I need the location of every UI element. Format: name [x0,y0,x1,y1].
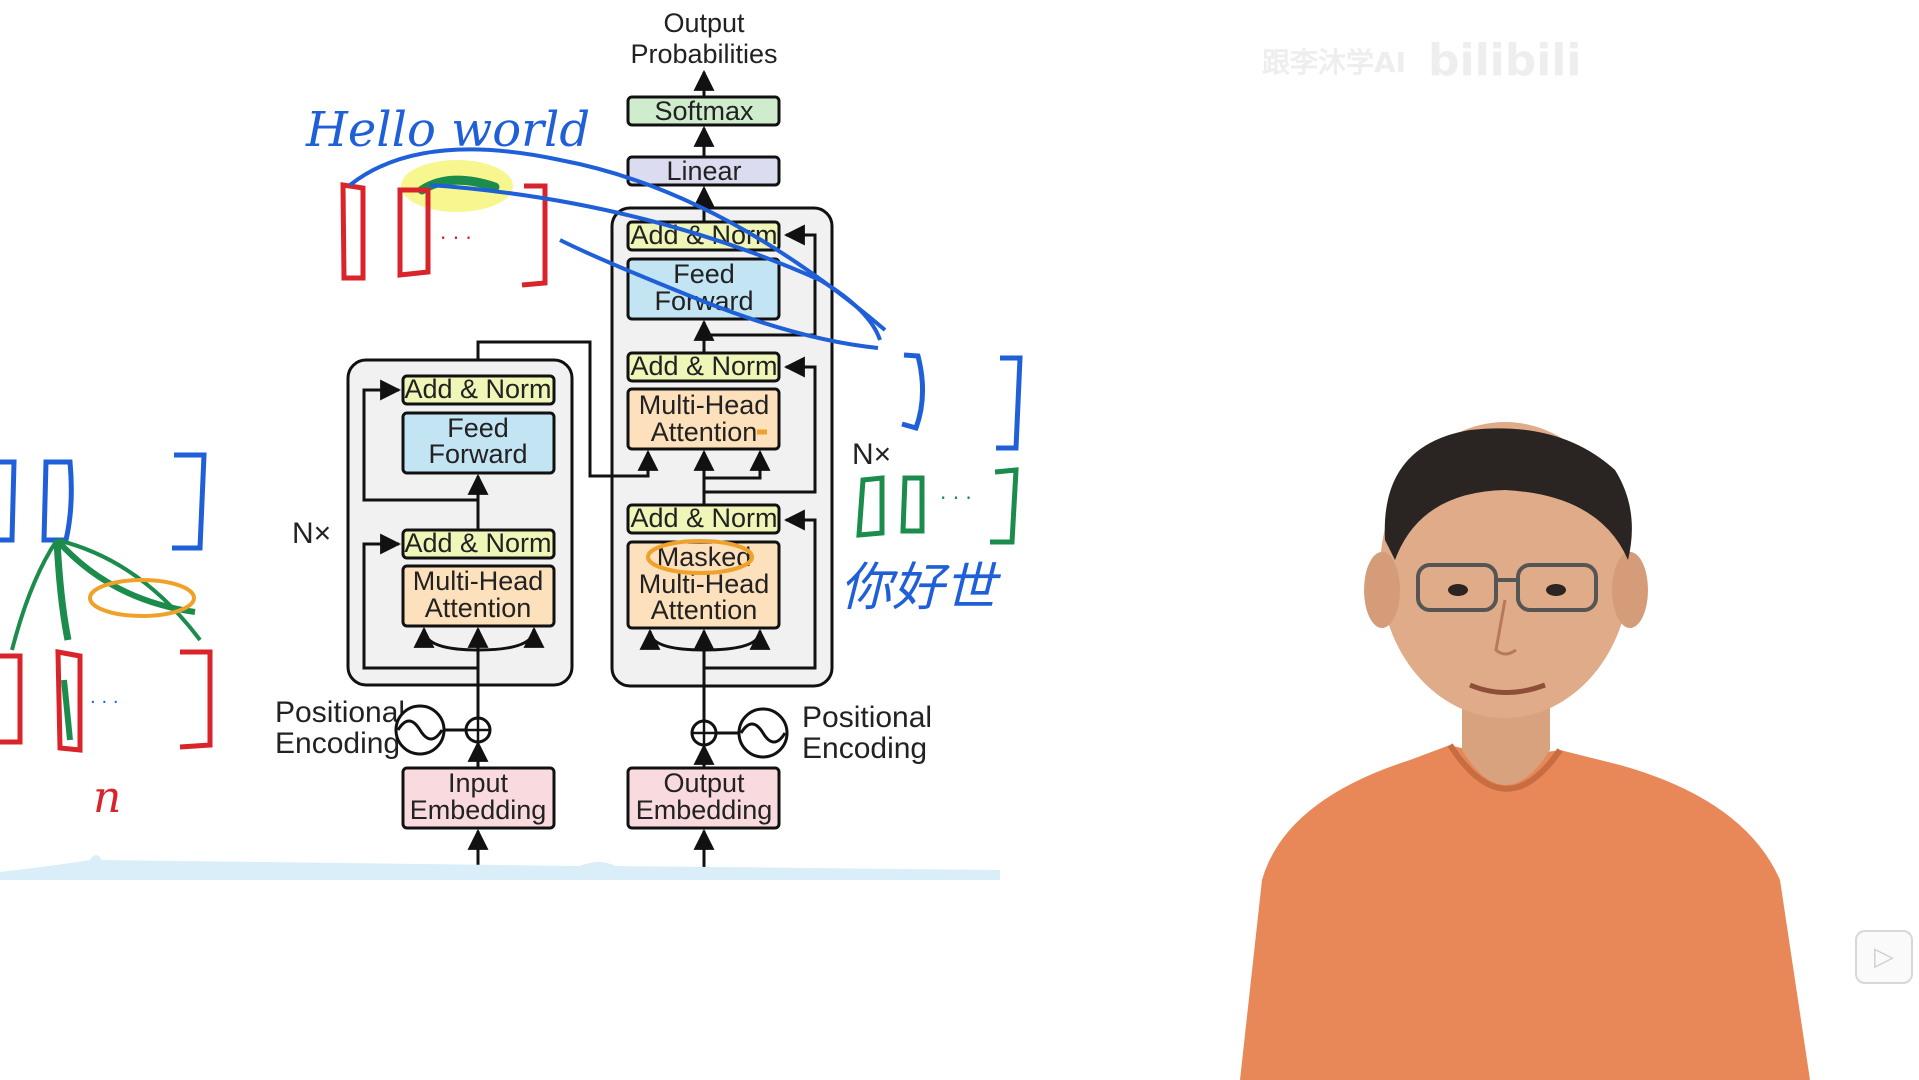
green-vector-3 [990,467,1019,545]
blue-vector-left-1 [0,459,17,543]
decoder-nx-label: N× [852,438,891,471]
transformer-diagram: Output Probabilities Softmax Linear Add … [275,8,932,872]
red-ellipsis-top: · · · [440,226,472,250]
encoder-feed-forward [401,411,556,475]
output-probabilities-label: Output [663,8,745,38]
red-vector-2 [397,187,431,278]
bottom-wave-decoration [0,855,1000,880]
red-vector-left-3 [179,649,213,750]
decoder-add-norm-1 [626,503,781,535]
blue-ellipsis-left: · · · [90,692,119,713]
decoder-add-norm-2 [626,351,781,383]
decoder-positional-label-2: Encoding [802,732,927,765]
blue-vector-right-1 [901,352,926,432]
encoder-feed-label-1: Feed [447,413,509,443]
decoder-add-norm-2-label: Add & Norm [630,351,777,381]
decoder-cross-attention-label-2: Attention [651,417,758,447]
chinese-annotation: 你好世 [840,558,1002,618]
encoder-positional-label-1: Positional [275,696,405,729]
linear-label: Linear [666,156,741,186]
n-annotation: n [93,772,121,823]
encoder-add-norm-2-label: Add & Norm [404,374,551,404]
decoder-feed-label-1: Feed [673,259,735,289]
linear-box [626,155,781,187]
handwritten-annotations: Hello world · · · · · · 你好世 [0,102,1023,823]
encoder-feed-label-2: Forward [428,439,527,469]
input-embedding-label-2: Embedding [410,795,547,825]
encoder-positional-label-2: Encoding [275,727,400,760]
output-embedding-label-1: Output [663,768,745,798]
masked-circle [646,539,754,575]
play-button[interactable]: ▷ [1855,930,1913,984]
output-probabilities-label-2: Probabilities [630,39,777,69]
green-vector-1 [856,475,885,538]
encoder-self-attention [401,564,556,628]
encoder-block [346,358,574,687]
red-vector-left-1 [0,653,23,745]
softmax-box [626,95,781,127]
encoder-add-norm-1 [401,528,556,560]
red-vector-1 [340,182,366,281]
input-embedding-label-1: Input [448,768,509,798]
blue-vector-right-2 [996,355,1023,451]
encoder-attention-label-2: Attention [425,593,532,623]
bilibili-watermark: bilibili [1428,35,1581,86]
green-vector-2 [900,475,925,534]
green-ellipsis: · · · [940,486,972,510]
channel-watermark: 跟李沐学AI [1262,46,1406,79]
blue-vector-left-3 [172,452,207,551]
decoder-add-norm-1-label: Add & Norm [630,503,777,533]
decoder-feed-forward [626,257,781,321]
input-embedding-box [401,766,556,830]
decoder-cross-attention [626,387,781,451]
play-icon: ▷ [1874,942,1894,972]
decoder-cross-attention-label-1: Multi-Head [639,390,770,420]
encoder-add-norm-2 [401,374,556,406]
presenter-video [1240,422,1810,1080]
decoder-positional-label-1: Positional [802,701,932,734]
orange-circle-left [88,578,196,618]
encoder-attention-label-1: Multi-Head [413,566,544,596]
red-vector-3 [521,183,548,288]
decoder-masked-label-3: Attention [651,595,758,625]
red-vector-left-2 [55,648,83,753]
encoder-add-norm-1-label: Add & Norm [404,528,551,558]
blue-vector-left-2 [41,459,74,543]
softmax-label: Softmax [654,96,754,126]
encoder-nx-label: N× [292,517,331,550]
output-embedding-box [626,766,781,830]
output-embedding-label-2: Embedding [636,795,773,825]
